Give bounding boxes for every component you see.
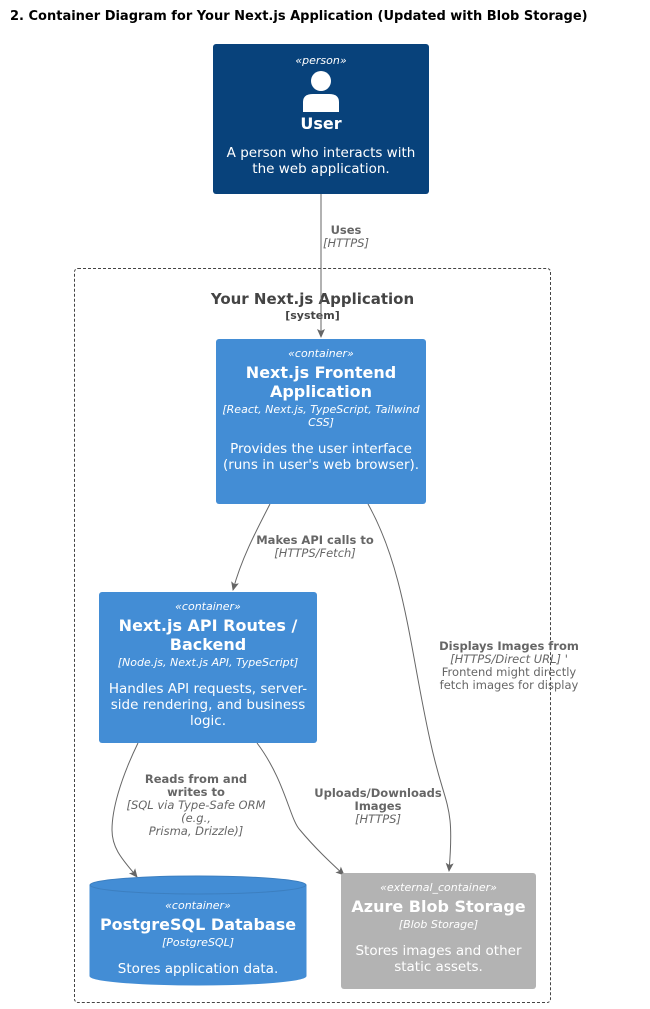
- system-boundary: [74, 268, 551, 1003]
- blob-technology: [Blob Storage]: [398, 918, 479, 931]
- reads-technology-1: [SQL via Type-Safe ORM: [126, 798, 266, 812]
- frontend-stereotype: «container»: [288, 347, 354, 360]
- uses-technology: [HTTPS]: [323, 236, 369, 250]
- frontend-technology: [React, Next.js, TypeScript, Tailwind CS…: [222, 403, 420, 429]
- blob-name: Azure Blob Storage: [351, 897, 526, 916]
- displays-label: Displays Images from: [439, 639, 579, 653]
- edge-displays: [367, 503, 454, 872]
- node-api[interactable]: «container» Next.js API Routes / Backend…: [99, 592, 317, 743]
- db-name: PostgreSQL Database: [99, 915, 297, 934]
- uses-label: Uses: [330, 223, 362, 237]
- uploads-technology: [HTTPS]: [355, 812, 401, 826]
- boundary-title: Your Next.js Application: [210, 290, 415, 308]
- label-displays: Displays Images from [HTTPS/Direct URL] …: [428, 640, 590, 692]
- api-calls-label: Makes API calls to: [256, 533, 374, 547]
- blob-stereotype: «external_container»: [380, 881, 497, 894]
- label-reads: Reads from and writes to [SQL via Type-S…: [118, 773, 274, 838]
- api-technology: [Node.js, Next.js API, TypeScript]: [117, 656, 299, 669]
- db-technology: [PostgreSQL]: [161, 936, 235, 949]
- reads-label-1: Reads from and: [144, 772, 248, 786]
- user-name: User: [300, 114, 342, 133]
- node-database[interactable]: «container» PostgreSQL Database [Postgre…: [90, 893, 306, 983]
- api-description: Handles API requests, server-side render…: [108, 681, 308, 729]
- label-uses: Uses [HTTPS]: [296, 224, 396, 250]
- db-stereotype: «container»: [165, 899, 231, 912]
- database-cylinder: [89, 875, 307, 986]
- user-description: A person who interacts with the web appl…: [226, 145, 416, 177]
- uploads-label-1: Uploads/Downloads: [314, 786, 442, 800]
- displays-note-2: fetch images for display: [439, 678, 579, 692]
- user-stereotype: «person»: [295, 54, 347, 67]
- reads-technology-2: (e.g.,: [181, 811, 211, 825]
- displays-note-1: Frontend might directly: [441, 665, 577, 679]
- frontend-description: Provides the user interface (runs in use…: [222, 441, 420, 473]
- frontend-name: Next.js Frontend Application: [245, 363, 397, 401]
- api-calls-technology: [HTTPS/Fetch]: [274, 546, 356, 560]
- node-user[interactable]: «person» User A person who interacts wit…: [213, 44, 429, 194]
- blob-description: Stores images and other static assets.: [355, 943, 522, 975]
- label-uploads: Uploads/Downloads Images [HTTPS]: [306, 787, 450, 826]
- api-stereotype: «container»: [175, 600, 241, 613]
- reads-label-2: writes to: [167, 785, 225, 799]
- person-icon: [303, 71, 339, 112]
- displays-technology: [HTTPS/Direct URL] ': [450, 652, 568, 666]
- db-description: Stores application data.: [117, 961, 279, 977]
- api-name: Next.js API Routes / Backend: [118, 616, 298, 654]
- label-api-calls: Makes API calls to [HTTPS/Fetch]: [248, 534, 382, 560]
- edge-reads: [111, 742, 139, 878]
- node-blob-storage[interactable]: «external_container» Azure Blob Storage …: [341, 873, 536, 989]
- edge-api-calls: [231, 503, 271, 591]
- uploads-label-2: Images: [354, 799, 402, 813]
- reads-technology-3: Prisma, Drizzle)]: [148, 824, 244, 838]
- boundary-type: [system]: [285, 309, 340, 322]
- edge-uploads: [256, 742, 345, 876]
- diagram-title: 2. Container Diagram for Your Next.js Ap…: [10, 9, 588, 24]
- node-frontend[interactable]: «container» Next.js Frontend Application…: [216, 339, 426, 504]
